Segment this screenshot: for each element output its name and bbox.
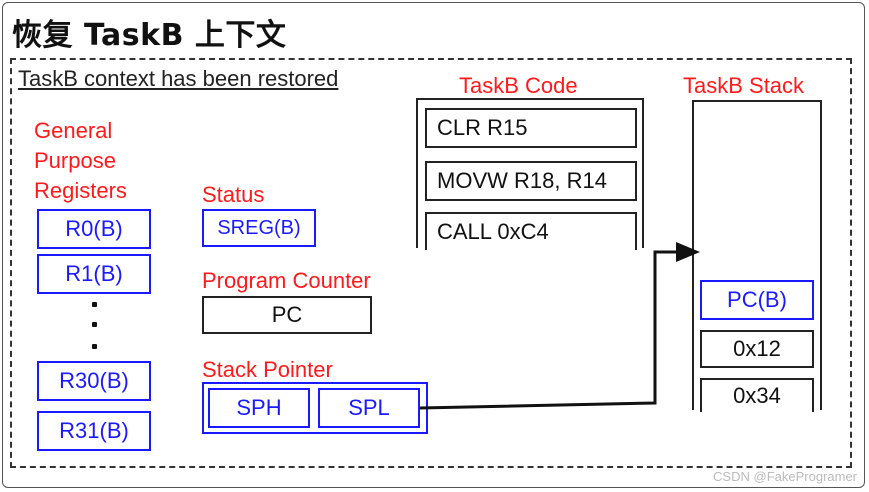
program-counter-label: Program Counter (202, 268, 371, 293)
program-counter-register: PC (202, 296, 372, 334)
stack-item-pc: PC(B) (700, 280, 814, 320)
code-block (416, 98, 644, 248)
registers-label-line-3: Registers (34, 178, 127, 203)
sph-register: SPH (208, 388, 310, 428)
context-caption: TaskB context has been restored (18, 66, 339, 91)
code-line: CLR R15 (425, 108, 637, 148)
register-r1: R1(B) (37, 254, 151, 294)
ellipsis-dot (92, 344, 97, 349)
register-r30: R30(B) (37, 361, 151, 401)
context-region (10, 58, 852, 468)
watermark: CSDN @FakeProgramer (713, 469, 857, 484)
stack-item: 0x12 (700, 330, 814, 368)
stack-pointer-label: Stack Pointer (202, 357, 333, 382)
spl-register: SPL (318, 388, 420, 428)
code-label: TaskB Code (459, 73, 578, 98)
status-register: SREG(B) (202, 209, 316, 247)
registers-label-line-2: Purpose (34, 148, 116, 173)
register-r0: R0(B) (37, 209, 151, 249)
code-line: MOVW R18, R14 (425, 161, 637, 201)
code-line: CALL 0xC4 (425, 212, 637, 250)
register-r31: R31(B) (37, 411, 151, 451)
ellipsis-dot (92, 322, 97, 327)
stack-item: 0x34 (700, 378, 814, 412)
registers-label-line-1: General (34, 118, 113, 143)
status-label: Status (202, 182, 265, 207)
page-title: 恢复 TaskB 上下文 (12, 18, 287, 53)
ellipsis-dot (92, 302, 97, 307)
stack-block (692, 100, 822, 410)
stack-label: TaskB Stack (683, 73, 805, 98)
